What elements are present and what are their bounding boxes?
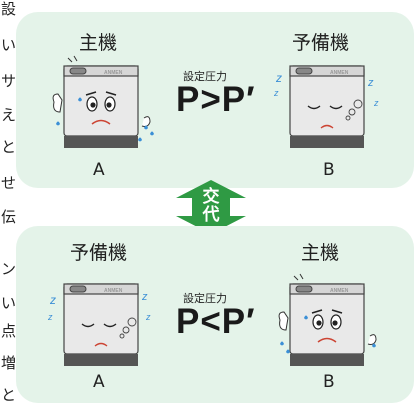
bottom-panel: 予備機 主機 設定圧力 P<P′ A B ANMEN z z z z (16, 226, 414, 403)
svg-text:ANMEN: ANMEN (104, 70, 123, 76)
bottom-left-label: 予備機 (70, 242, 128, 264)
svg-text:z: z (49, 293, 56, 307)
edge-char: え (1, 106, 17, 124)
top-pressure-caption: 設定圧力 (183, 70, 227, 83)
working-pump-unit-b: ANMEN (278, 273, 377, 370)
edge-char: 設 (1, 0, 17, 18)
sleeping-pump-unit-a: ANMEN z z z z (47, 280, 151, 370)
edge-char: 伝 (1, 208, 17, 226)
svg-text:ANMEN: ANMEN (330, 70, 349, 76)
swap-text-line1: 交 (202, 187, 220, 207)
working-pump-unit-a: ANMEN (52, 55, 154, 152)
svg-text:z: z (367, 77, 374, 89)
top-unit-a-letter: A (93, 160, 105, 180)
top-left-label: 主機 (79, 32, 118, 54)
edge-char: せ (1, 174, 17, 192)
double-arrow-icon (176, 180, 246, 234)
sleeping-pump-unit-b: ANMEN z z z z (273, 62, 379, 152)
sleeping-pump-icon: ANMEN z z z z (47, 283, 151, 366)
edge-char: と (1, 138, 17, 156)
svg-text:z: z (373, 98, 379, 108)
svg-text:z: z (141, 291, 148, 303)
swap-text-line2: 代 (202, 205, 220, 225)
working-pump-icon: ANMEN (278, 273, 377, 366)
edge-char: 点 (1, 322, 17, 340)
svg-text:z: z (47, 312, 53, 322)
bottom-unit-a-letter: A (93, 372, 105, 392)
svg-text:z: z (273, 88, 279, 98)
bottom-right-label: 主機 (301, 242, 340, 264)
swap-arrow: 交 代 (176, 180, 246, 234)
svg-text:z: z (145, 312, 151, 322)
bottom-pressure-caption: 設定圧力 (183, 292, 227, 305)
svg-text:ANMEN: ANMEN (104, 288, 123, 294)
left-edge-text: 設 い サ え と せ 伝 ン い 点 増 と (0, 0, 16, 403)
edge-char: い (1, 36, 17, 54)
bottom-formula: P<P′ (176, 302, 256, 341)
bottom-unit-b-letter: B (323, 372, 335, 392)
top-panel: 主機 予備機 設定圧力 P>P′ A B ANMEN (16, 12, 414, 188)
top-formula: P>P′ (176, 80, 256, 119)
sleeping-pump-icon: ANMEN z z z z (273, 65, 379, 148)
svg-text:ANMEN: ANMEN (330, 288, 349, 294)
working-pump-icon: ANMEN (52, 55, 154, 148)
edge-char: い (1, 294, 17, 312)
edge-char: ン (1, 260, 17, 278)
top-right-label: 予備機 (292, 32, 350, 54)
svg-text:z: z (275, 71, 282, 85)
edge-char: 増 (1, 354, 17, 372)
edge-char: サ (1, 72, 17, 90)
top-unit-b-letter: B (323, 160, 335, 180)
edge-char: と (1, 386, 17, 404)
